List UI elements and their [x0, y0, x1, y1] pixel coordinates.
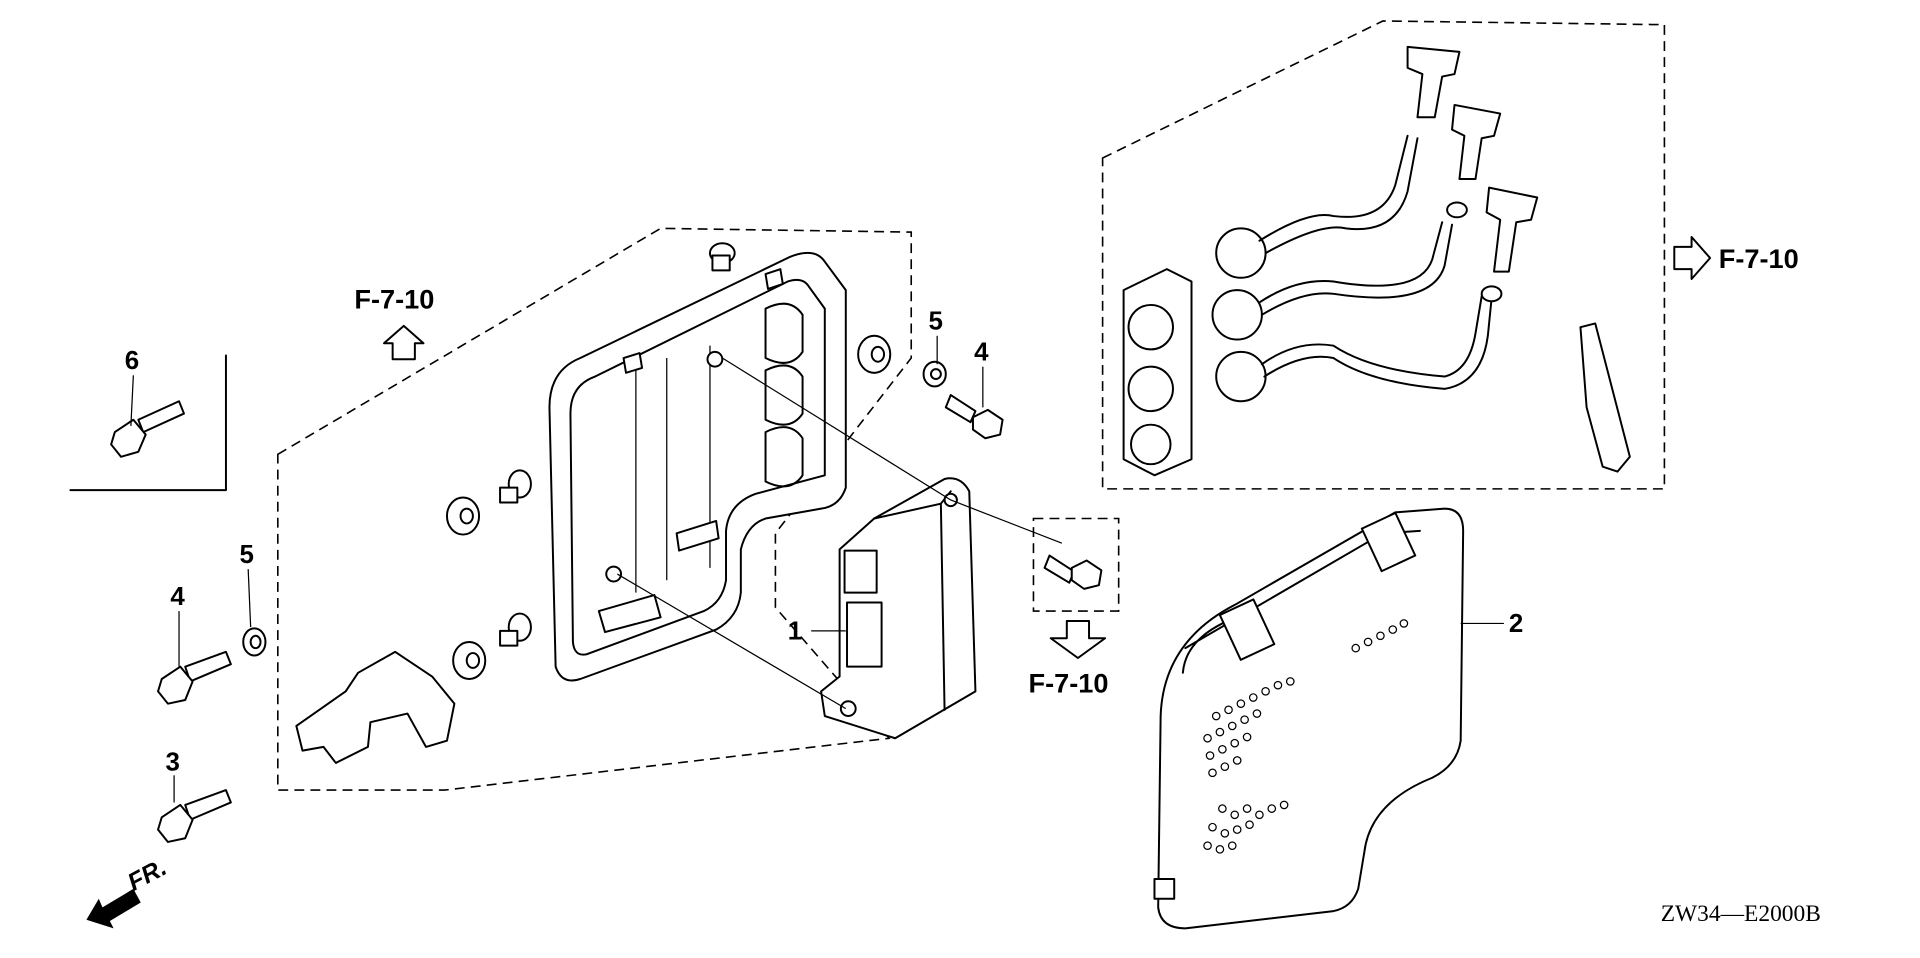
arrow-right-icon — [1673, 236, 1712, 280]
leader-line — [617, 357, 1063, 710]
group-outline-panel — [277, 227, 913, 791]
ref-label: F-7-10 — [354, 284, 434, 315]
ref-label: F-7-10 — [1719, 243, 1799, 274]
bracket — [295, 650, 456, 764]
collar-pin — [499, 469, 532, 504]
front-direction-indicator: FR. — [86, 854, 171, 929]
control-box-cover — [1153, 507, 1465, 930]
flange-bolt-4-right — [944, 394, 1004, 440]
grommet — [452, 640, 487, 680]
collar-pin — [499, 612, 532, 647]
svg-text:4: 4 — [170, 583, 185, 611]
grommet — [445, 496, 481, 536]
callout-6: 6 — [125, 347, 139, 426]
ref-label: F-7-10 — [1029, 668, 1109, 699]
ignition-coil — [1215, 134, 1419, 279]
svg-text:1: 1 — [788, 617, 802, 645]
spark-plug-cap — [1406, 45, 1461, 119]
seal-ring — [1446, 201, 1468, 219]
ignition-coil — [1215, 295, 1493, 403]
svg-text:2: 2 — [1509, 610, 1523, 638]
callout-4-left: 4 — [170, 583, 185, 667]
grommet — [857, 334, 892, 374]
flange-bolt-4-left — [157, 650, 232, 705]
collar-pin — [708, 242, 736, 272]
flange-bolt-center — [1043, 554, 1103, 590]
group-outline-ignition-coils — [1101, 20, 1666, 490]
svg-text:FR.: FR. — [123, 854, 171, 897]
ref-f-7-10-right[interactable]: F-7-10 — [1673, 236, 1799, 280]
svg-text:3: 3 — [165, 748, 179, 776]
callout-4-right: 4 — [974, 338, 989, 408]
ref-f-7-10-upper-left[interactable]: F-7-10 — [354, 284, 434, 361]
callout-3: 3 — [165, 748, 180, 803]
coil-holder — [1122, 268, 1193, 477]
callout-5-left: 5 — [240, 541, 254, 628]
svg-text:6: 6 — [125, 347, 139, 375]
spark-plug-cap — [1485, 186, 1539, 273]
svg-text:5: 5 — [240, 541, 254, 569]
flange-bolt-6 — [110, 400, 185, 458]
callout-1: 1 — [788, 617, 846, 645]
ref-f-7-10-center[interactable]: F-7-10 — [1029, 619, 1109, 699]
group-outline-bolt — [1032, 517, 1120, 612]
ecu-unit — [820, 477, 977, 740]
front-arrow-icon — [86, 888, 141, 929]
washer-5-right — [922, 360, 947, 388]
cable-clamp — [1579, 322, 1631, 473]
svg-text:4: 4 — [974, 338, 989, 366]
group-outline-bolt-6 — [69, 354, 227, 492]
svg-text:5: 5 — [929, 308, 943, 336]
callout-5-right: 5 — [929, 308, 943, 365]
seal-ring — [1480, 285, 1503, 303]
control-panel-frame — [548, 251, 847, 682]
flange-bolt-3 — [157, 789, 232, 843]
arrow-up-icon — [383, 324, 425, 361]
arrow-down-icon — [1049, 619, 1107, 659]
ignition-coil — [1211, 221, 1454, 341]
diagram-code: ZW34—E2000B — [1661, 901, 1821, 927]
washer-5-left — [242, 627, 267, 657]
spark-plug-cap — [1451, 103, 1502, 180]
callout-2: 2 — [1460, 610, 1523, 638]
